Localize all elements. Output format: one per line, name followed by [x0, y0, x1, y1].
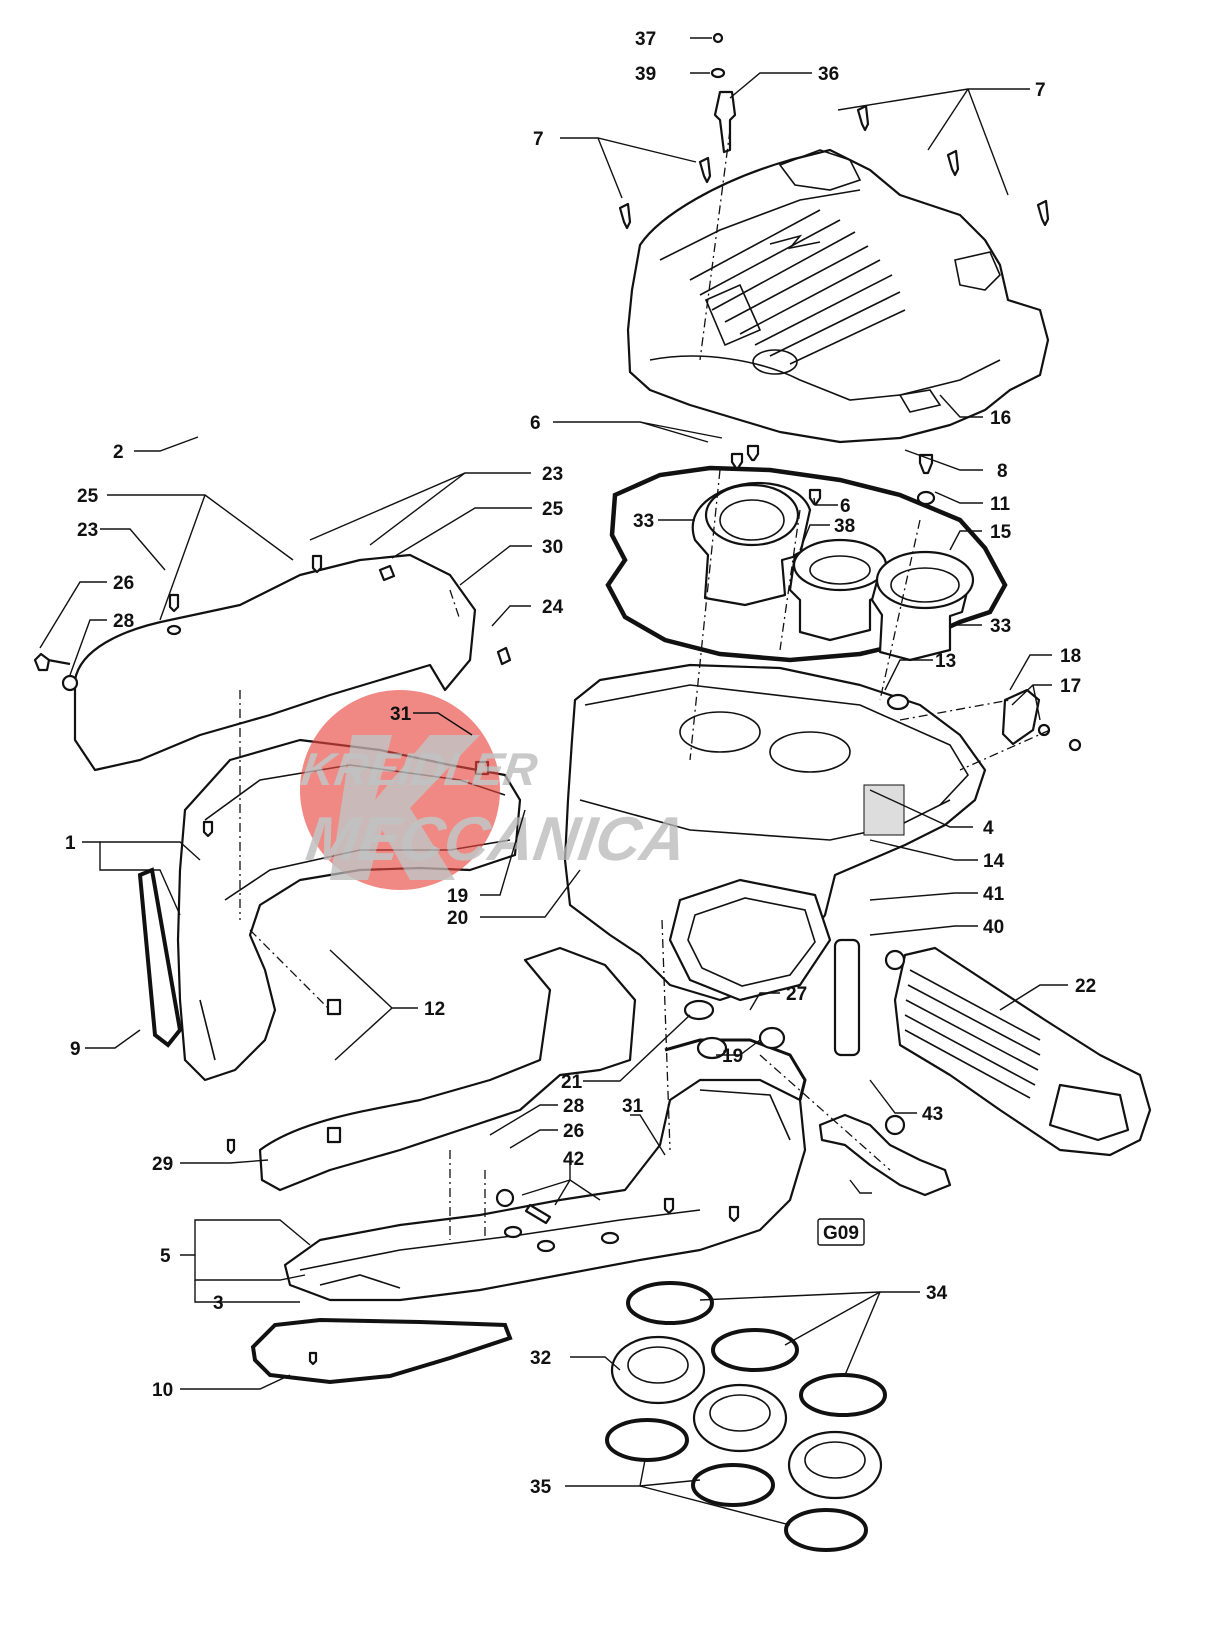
callout-25-left: 25 [77, 486, 99, 507]
callout-33-upper: 33 [633, 511, 654, 532]
callout-21: 21 [561, 1072, 583, 1093]
callout-24: 24 [542, 597, 564, 618]
callout-5: 5 [160, 1246, 171, 1267]
callout-7-top-right: 7 [1035, 80, 1046, 101]
callout-6-right: 6 [840, 496, 851, 517]
callout-9: 9 [70, 1039, 81, 1060]
airbox-cover [626, 148, 1050, 444]
callout-42: 42 [563, 1149, 584, 1170]
callout-30: 30 [542, 537, 563, 558]
callout-19-upper: 19 [447, 886, 468, 907]
callout-23-right: 23 [542, 464, 563, 485]
callout-41: 41 [983, 884, 1005, 905]
duct-seal [137, 867, 183, 1048]
callout-13: 13 [935, 651, 956, 672]
callout-g09: G09 [823, 1223, 859, 1244]
callout-43: 43 [922, 1104, 943, 1125]
airbox-base [563, 663, 987, 1002]
callout-4: 4 [983, 818, 994, 839]
callout-11: 11 [990, 494, 1011, 515]
callout-33-lower: 33 [990, 616, 1011, 637]
assembly-lines [239, 129, 1051, 1240]
callout-39: 39 [635, 64, 656, 85]
callout-31-upper: 31 [390, 704, 412, 725]
callout-28-upper: 28 [113, 611, 134, 632]
callout-6-left: 6 [530, 413, 541, 434]
callout-18: 18 [1060, 646, 1081, 667]
callout-31-lower: 31 [622, 1096, 644, 1117]
callout-2: 2 [113, 442, 124, 463]
callout-10: 10 [152, 1380, 173, 1401]
watermark: KREIDLER MECCANICA [298, 690, 691, 890]
callout-35: 35 [530, 1477, 552, 1498]
callout-7-top-left: 7 [533, 129, 544, 150]
breather-hose [833, 938, 861, 1057]
air-filter [893, 946, 1152, 1157]
callout-15: 15 [990, 522, 1012, 543]
callout-23-left: 23 [77, 520, 98, 541]
callout-22: 22 [1075, 976, 1096, 997]
callout-26-upper: 26 [113, 573, 134, 594]
callout-20: 20 [447, 908, 468, 929]
callout-labels: 37 39 36 7 7 16 6 8 6 11 33 38 15 33 13 … [65, 29, 1096, 1498]
lower-shield [258, 946, 637, 1192]
callout-16: 16 [990, 408, 1011, 429]
callout-27: 27 [786, 984, 807, 1005]
callout-40: 40 [983, 917, 1004, 938]
callout-17: 17 [1060, 676, 1081, 697]
callout-28-lower: 28 [563, 1096, 584, 1117]
lower-seal [250, 1317, 513, 1385]
cover-gasket [605, 465, 1008, 663]
reference-box-g09 [817, 1218, 865, 1246]
callout-25-right: 25 [542, 499, 564, 520]
callout-29: 29 [152, 1154, 173, 1175]
watermark-line2: MECCANICA [302, 805, 690, 874]
callout-14: 14 [983, 851, 1005, 872]
intake-trumpets [691, 481, 975, 662]
callout-37: 37 [635, 29, 656, 50]
callout-34: 34 [926, 1283, 948, 1304]
parts-drawing [33, 32, 1152, 1552]
pressure-sensor [713, 90, 737, 154]
callout-3: 3 [213, 1293, 224, 1314]
callout-38: 38 [834, 516, 855, 537]
o-rings [605, 1281, 887, 1552]
callout-19-lower: 19 [722, 1046, 743, 1067]
mount-bracket [818, 1113, 952, 1197]
upper-duct-cover [73, 553, 477, 772]
leader-lines [39, 37, 1068, 1526]
callout-1: 1 [65, 833, 76, 854]
callout-26-lower: 26 [563, 1121, 584, 1142]
callout-12: 12 [424, 999, 445, 1020]
callout-8: 8 [997, 461, 1008, 482]
callout-36: 36 [818, 64, 839, 85]
watermark-line1: KREIDLER [298, 743, 541, 795]
intake-boots [610, 1335, 883, 1500]
callout-32: 32 [530, 1348, 551, 1369]
watermark-k-glyph [330, 735, 480, 880]
